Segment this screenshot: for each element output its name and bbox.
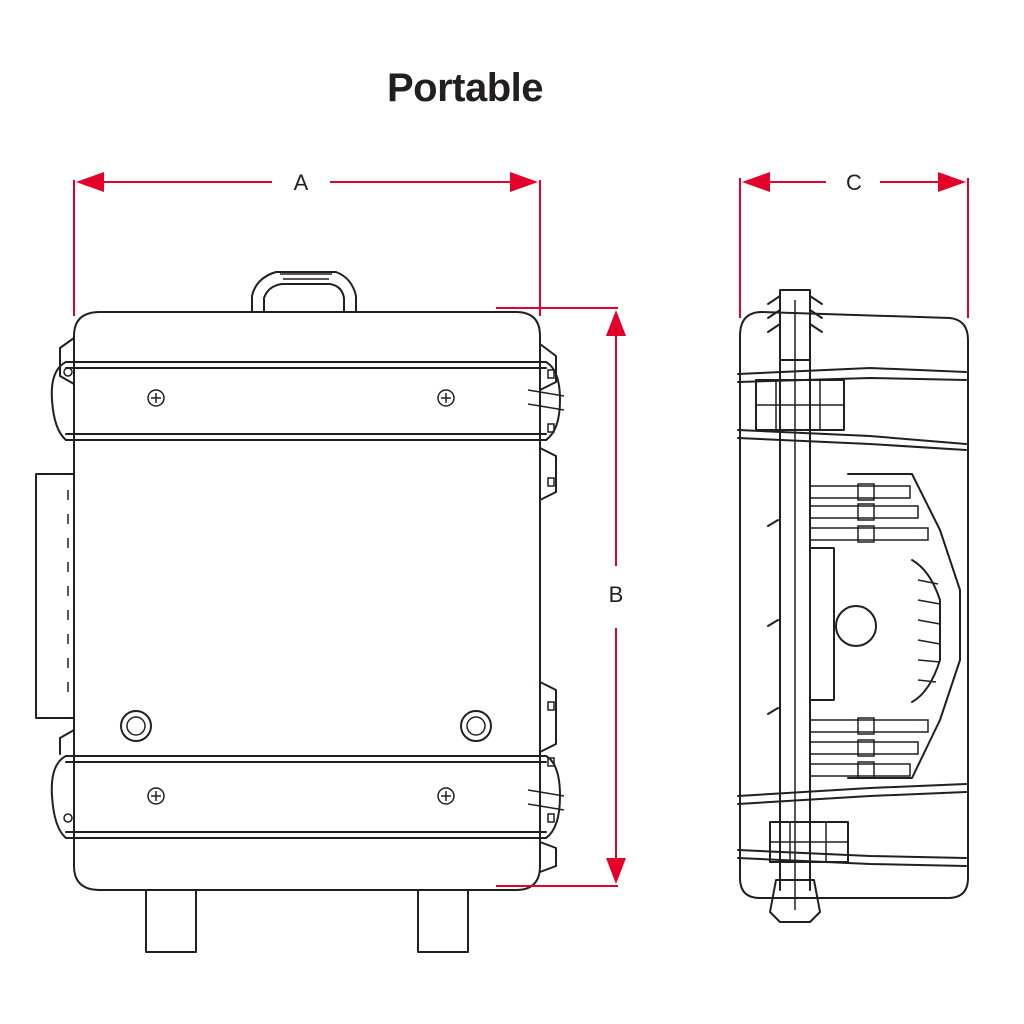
dimension-label-b: B xyxy=(609,582,624,607)
side-label-plate xyxy=(809,547,835,701)
side-port-icon xyxy=(835,605,877,647)
front-body xyxy=(73,311,541,891)
screw-icon-bottom-right xyxy=(437,787,455,805)
front-bottom-band xyxy=(50,755,561,839)
front-foot-right xyxy=(417,889,469,953)
front-top-band xyxy=(50,361,561,441)
dimension-c: C xyxy=(739,170,969,318)
front-handle xyxy=(251,271,357,313)
side-handle-recess xyxy=(847,473,961,779)
dimension-label-a: A xyxy=(294,170,309,195)
port-icon-left xyxy=(120,710,152,742)
port-icon-right xyxy=(460,710,492,742)
side-latch-bottom xyxy=(769,821,849,863)
front-view xyxy=(35,271,565,953)
screw-icon-bottom-left xyxy=(147,787,165,805)
screw-icon-top-left xyxy=(147,389,165,407)
front-foot-left xyxy=(145,889,197,953)
front-left-clips xyxy=(59,337,75,823)
side-body xyxy=(739,311,969,899)
side-tabs xyxy=(810,483,929,779)
side-view xyxy=(737,289,969,923)
dimension-label-c: C xyxy=(846,170,862,195)
diagram-title: Portable xyxy=(386,66,544,110)
screw-icon-top-right xyxy=(437,389,455,407)
front-right-clips xyxy=(527,343,565,873)
side-notches xyxy=(767,519,779,715)
side-bands xyxy=(737,367,967,867)
front-side-panel xyxy=(35,473,75,719)
side-latch-top xyxy=(755,379,845,431)
dimension-b: B xyxy=(496,307,626,887)
dimension-a: A xyxy=(73,170,541,316)
